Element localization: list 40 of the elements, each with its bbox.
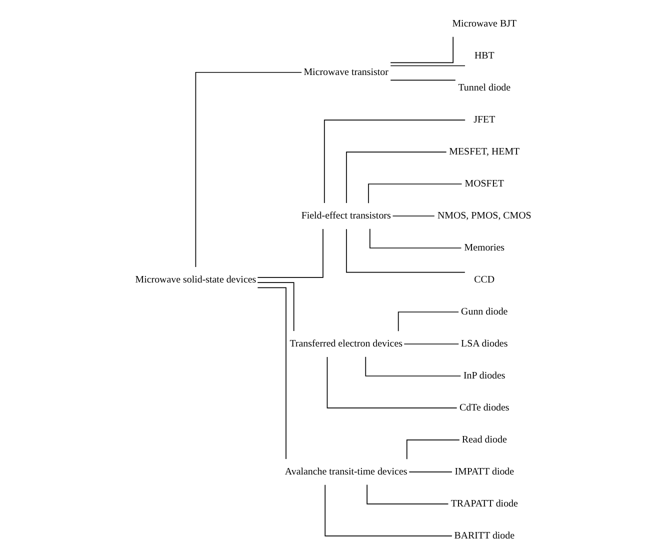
node-text: MOSFET bbox=[464, 178, 504, 190]
node-text: Microwave transistor bbox=[303, 67, 388, 78]
node-text: IMPATT diode bbox=[454, 466, 514, 478]
node-text: BARITT diode bbox=[454, 530, 514, 542]
connector bbox=[368, 228, 462, 248]
connector bbox=[390, 80, 456, 81]
connector bbox=[346, 228, 465, 273]
connector bbox=[323, 120, 466, 204]
connector bbox=[256, 282, 294, 332]
node-text: Microwave solid-state devices bbox=[134, 274, 256, 286]
connector bbox=[390, 36, 454, 64]
connector bbox=[368, 184, 462, 204]
node-text: CCD bbox=[474, 274, 494, 286]
node-text: Microwave BJT bbox=[452, 18, 516, 30]
connector bbox=[324, 484, 452, 536]
connector bbox=[406, 440, 460, 460]
connector bbox=[346, 152, 446, 204]
node-text: Tunnel diode bbox=[458, 82, 510, 94]
node-text: Read diode bbox=[461, 434, 506, 446]
node-text: HBT bbox=[474, 50, 494, 62]
node-text: LSA diodes bbox=[460, 338, 508, 350]
node-text: Avalanche transit-time devices bbox=[284, 466, 407, 478]
node-text: Transferred electron devices bbox=[289, 338, 402, 350]
connector bbox=[364, 356, 461, 376]
node-text: JFET bbox=[473, 114, 495, 126]
connector bbox=[366, 484, 448, 504]
connector bbox=[256, 228, 323, 278]
node-text: CdTe diodes bbox=[458, 402, 509, 414]
connector bbox=[397, 312, 458, 332]
node-text: Gunn diode bbox=[460, 306, 508, 318]
connector bbox=[326, 356, 457, 408]
node-text: TRAPATT diode bbox=[450, 498, 518, 510]
node-text: Memories bbox=[464, 242, 504, 254]
node-text: Field-effect transistors bbox=[300, 210, 390, 222]
connector bbox=[194, 72, 302, 268]
node-text: NMOS, PMOS, CMOS bbox=[436, 210, 531, 222]
node-text: InP diodes bbox=[462, 370, 505, 382]
node-text: MESFET, HEMT bbox=[448, 146, 520, 158]
connector bbox=[256, 287, 286, 460]
connector bbox=[390, 65, 465, 66]
